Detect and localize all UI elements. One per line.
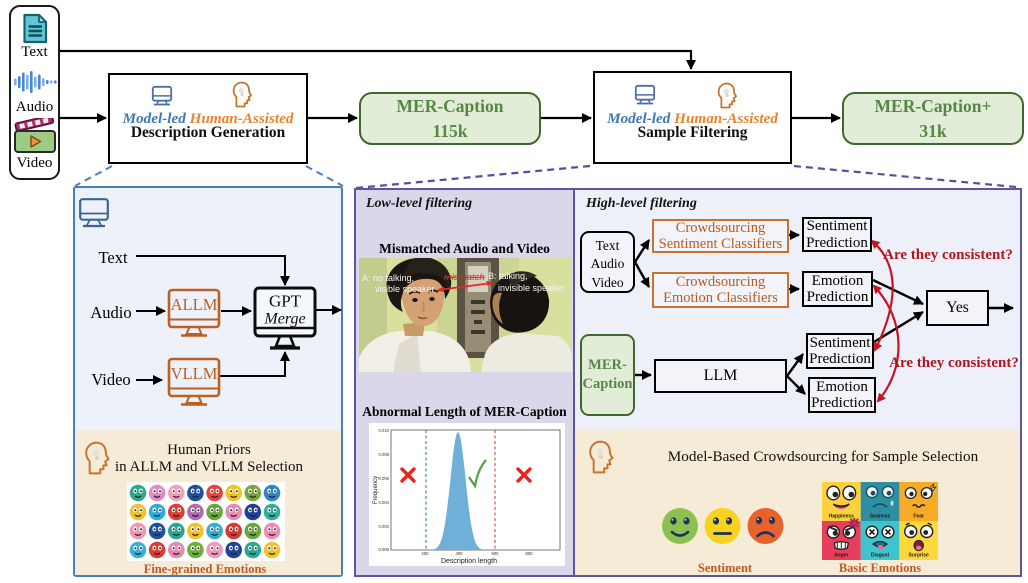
svg-text:GPT: GPT [269,292,302,311]
svg-text:Anger: Anger [834,553,849,559]
svg-text:0.006: 0.006 [379,476,390,481]
svg-text:ALLM: ALLM [171,295,218,314]
svg-text:Happiness: Happiness [829,514,855,520]
svg-text:Surprise: Surprise [909,553,930,559]
svg-text:0.002: 0.002 [379,524,390,529]
svg-text:visible speaker: visible speaker [375,284,435,294]
svg-text:Fear: Fear [913,514,924,520]
svg-text:Sadness: Sadness [870,514,891,520]
svg-text:0.004: 0.004 [379,500,390,505]
svg-text:Frequency: Frequency [373,476,379,504]
svg-text:0.008: 0.008 [379,452,390,457]
svg-text:B: talking,: B: talking, [488,271,528,281]
svg-text:Description length: Description length [441,558,497,565]
svg-text:Disgust: Disgust [871,553,890,559]
svg-text:A: no talking,: A: no talking, [362,273,414,283]
svg-text:invisible speaker: invisible speaker [498,283,565,293]
svg-text:400: 400 [456,551,464,556]
svg-text:800: 800 [526,551,534,556]
svg-text:0.010: 0.010 [379,428,390,433]
svg-text:Merge: Merge [263,311,305,328]
svg-text:200: 200 [422,551,430,556]
svg-text:mismatch: mismatch [444,272,485,283]
svg-text:VLLM: VLLM [171,364,218,383]
svg-text:600: 600 [492,551,500,556]
svg-text:0.000: 0.000 [379,547,390,552]
